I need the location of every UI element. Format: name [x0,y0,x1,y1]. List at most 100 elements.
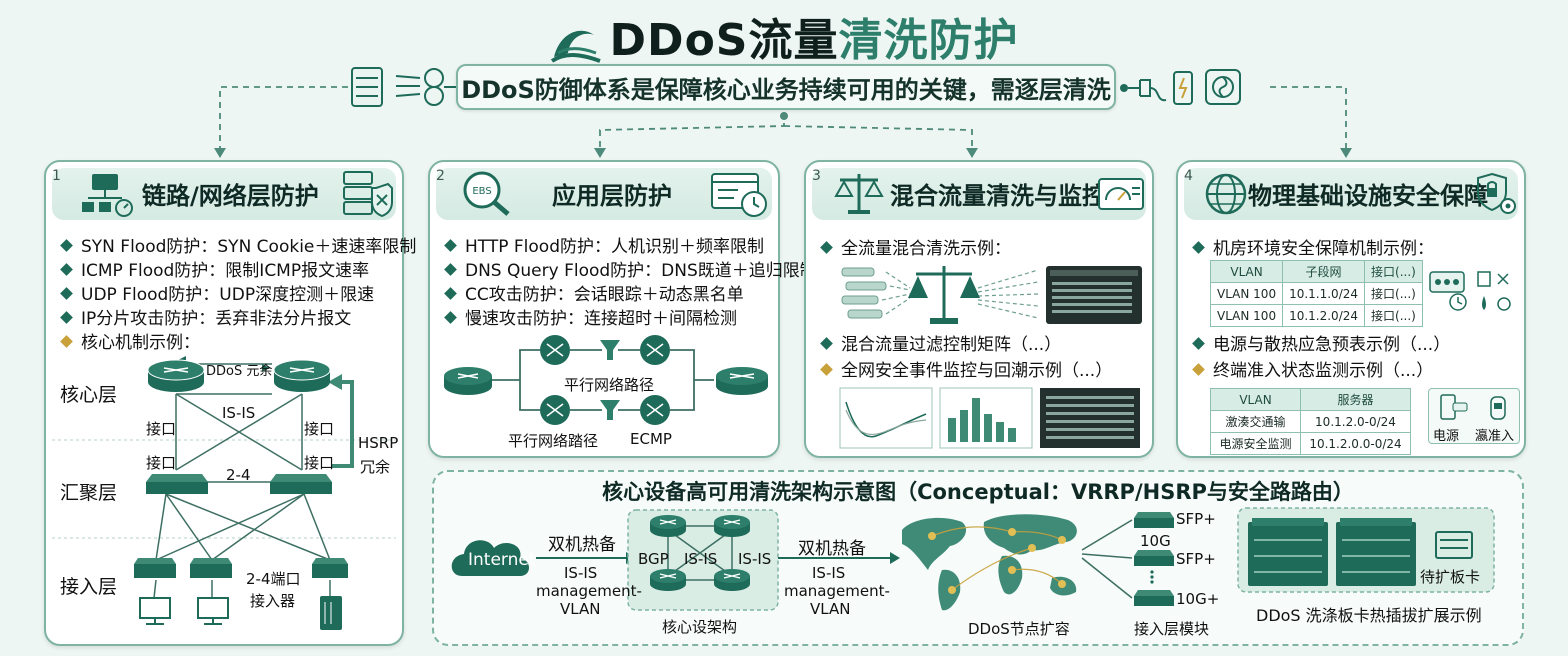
bgp-label: BGP [638,550,669,568]
hot-standby-label: 双机热备 [548,535,616,555]
bullet-item: HTTP Flood防护：人机识别＋频率限制 [444,232,764,257]
sfp-switch-icon [1134,550,1174,566]
panel-title: 链路/网络层防护 [142,182,319,210]
page-title: DDoS流量清洗防护 [0,4,1568,68]
server-box-icon [320,596,342,630]
panel-network-layer: 1 链路/网络层防护 SYN Flood防护：SYN Cookie＋速速率限制 … [44,160,416,646]
title-part2: 清洗防护 [838,15,1019,66]
isis-mgmt-label: VLAN [810,600,851,618]
device-icons [1440,394,1506,420]
bullet-item: 全网安全事件监控与回潮示例（...） [820,356,1112,381]
sfp-label: SFP+ [1176,550,1216,568]
hybrid-cleaning-diagram [841,266,1142,324]
power-label: 电源 [1433,429,1460,444]
10g-label: 10G+ [1176,590,1220,608]
bullet-item: 电源与散热应急预表示例（...） [1192,330,1450,355]
isis-label: IS-IS [684,550,718,568]
core-router-icon [650,515,686,537]
dashboard-screenshot [1046,266,1142,324]
filter-node-icon [540,395,570,425]
bullet-item: UDP Flood防护：UDP深度控测＋限速 [60,280,374,305]
chassis-card-icon [1248,518,1328,586]
bullet-item: 机房环境安全保障机制示例： [1192,234,1434,259]
core-arch-label: 核心设架构 [662,618,738,636]
table-header: 服务器 [1300,388,1411,411]
hsrp-sub-label: 冗余 [360,458,391,476]
ddos-redundant-label: DDoS 元余 [206,364,273,379]
scale-icon [908,266,980,324]
access-port-label: 2-4端口 [246,570,301,588]
access-module-label: 接入层模块 [1134,620,1210,638]
aggregation-switch-icon [270,474,332,494]
panel-title: 物理基础设施安全保障 [1248,182,1488,210]
panel-hybrid-cleaning: 3 混合流量清洗与监控 全流量混合清洗示例： [804,160,1154,458]
hot-standby-label: 双机热备 [798,539,866,559]
funnel-icon [600,340,620,360]
ha-architecture-title: 核心设备高可用清洗架构示意图（Conceptual：VRRP/HSRP与安全路路… [602,480,1354,504]
path1-label: 平行网络路径 [564,376,655,394]
panel-number: 4 [1184,168,1193,184]
layer-agg-label: 汇聚层 [60,482,118,504]
svg-text:EBS: EBS [472,186,491,197]
filter-node-icon [540,335,570,365]
bullet-item: SYN Flood防护：SYN Cookie＋速速率限制 [60,232,416,257]
ecmp-label: ECMP [630,430,672,448]
bullet-item: 全流量混合清洗示例： [820,234,1011,259]
funnel-icon [600,400,620,420]
bullet-item: 慢速攻击防护：连接超时＋间隔检测 [444,304,737,329]
bullet-item: CC攻击防护：会话眼踪＋动态黑名单 [444,280,744,305]
isis-label: IS-IS [222,404,256,422]
browser-clock-icon [711,173,767,217]
environment-icons [1429,271,1511,311]
subtitle-banner: DDoS防御体系是保障核心业务持续可用的关键，需逐层清洗 [456,64,1116,110]
core-router-icon [714,515,750,537]
hsrp-label: HSRP [358,434,399,452]
sfp-label: SFP+ [1176,510,1216,528]
router-icon [444,367,492,395]
access-switch-icon [134,558,176,578]
filter-node-icon [640,335,670,365]
port-label: 接口 [146,454,177,472]
panel-title: 混合流量清洗与监控 [890,182,1106,210]
table-header: VLAN [1210,388,1301,411]
access-dev-label: 接入器 [250,592,296,610]
table-header: 接口(...) [1364,260,1423,283]
isis-mgmt-label: management- [536,582,642,600]
isis-mgmt-label: IS-IS [564,564,598,582]
chassis-card-icon [1336,518,1416,586]
table-header: VLAN [1209,260,1284,283]
isis-mgmt-label: IS-IS [812,564,846,582]
table-thumbnail [1040,388,1140,448]
panel-physical-infra: 4 物理基础设施安全保障 机房环境安全保障机制示例： VLAN 子段网 接口(.… [1176,160,1526,458]
isis-mgmt-label: VLAN [560,600,601,618]
hotplug-label: DDoS 洗涤板卡热插拔扩展示例 [1256,606,1482,625]
line-chart-thumbnail [839,387,933,449]
expansion-card-label: 待扩板卡 [1420,568,1481,586]
server-shield-icon [343,171,393,218]
isis-mgmt-label: management- [784,582,890,600]
aggregation-switch-icon [146,474,208,494]
bullet-item: 终端准入状态监测示例（...） [1192,356,1433,381]
10g-label: 10G [1140,532,1171,550]
app-path-diagram [444,335,768,425]
core-router-icon [273,359,331,392]
balance-scale-icon [834,174,884,214]
bullet-item: 核心机制示例： [60,328,200,353]
panel-title: 应用层防护 [552,182,672,210]
bullet-item: ICMP Flood防护：限制ICMP报文速率 [60,256,369,281]
agg-link-label: 2-4 [226,466,251,484]
ebs-search-icon: EBS [463,171,510,216]
monitor-icon [197,597,229,625]
port-label: 接口 [304,454,335,472]
monitor-icon [139,597,171,625]
title-part1: DDoS流量 [609,15,839,66]
internet-label: Internet [468,550,536,570]
ha-architecture-diagram [451,507,1495,611]
power-battery-fan-icon [1120,69,1241,105]
world-map-icon [902,514,1077,611]
core-router-icon [650,569,686,591]
